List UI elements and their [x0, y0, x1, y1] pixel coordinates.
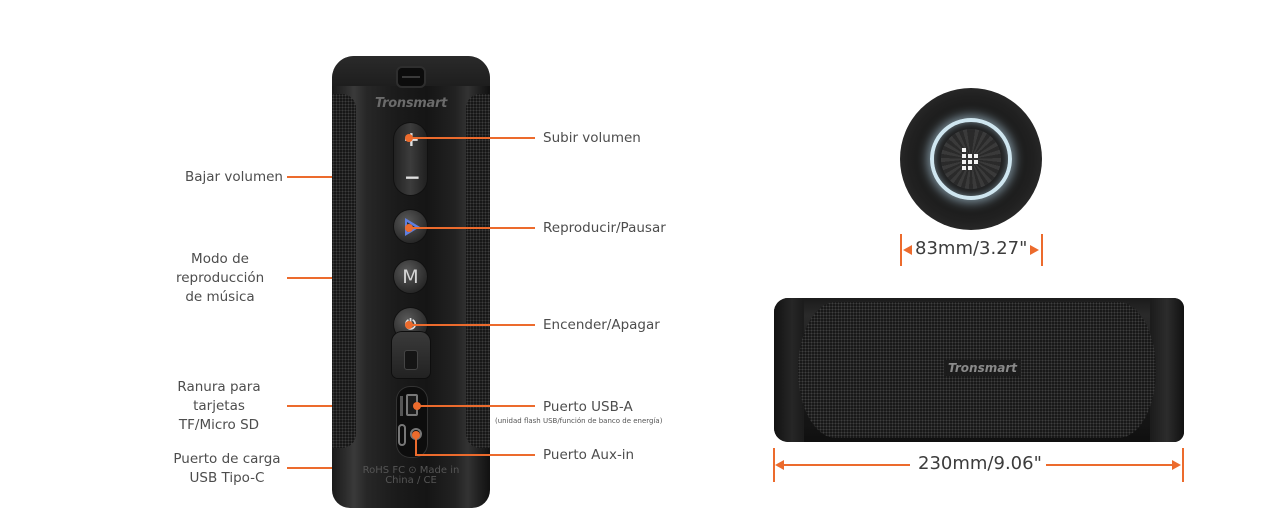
label-vol-down: Bajar volumen — [185, 169, 283, 185]
dim-diameter-arrow-left — [903, 245, 912, 255]
dim-length-value: 230mm/9.06" — [918, 453, 1042, 474]
dim-length-line-right — [1046, 464, 1174, 466]
label-mode-line-2: reproducción — [176, 270, 265, 286]
dim-length-tick-right — [1182, 448, 1184, 482]
regulatory-markings: RoHS FC ⊙ Made in China / CE — [362, 466, 460, 486]
label-usb-c: Puerto de carga USB Tipo-C — [170, 450, 284, 488]
rubber-port-flap[interactable] — [392, 332, 430, 378]
label-mode: Modo de reproducción de música — [176, 250, 264, 307]
leader-aux — [415, 454, 535, 456]
tronsmart-logo-icon — [962, 148, 980, 170]
volume-rocker[interactable]: + − — [394, 123, 427, 195]
mode-m-icon: M — [402, 265, 419, 288]
label-tf-line-3: TF/Micro SD — [178, 417, 260, 433]
leader-play — [409, 227, 535, 229]
label-usbc-line-2: USB Tipo-C — [189, 470, 265, 486]
speaker-back-view: Tronsmart + − M ⏻ RoHS FC ⊙ Made in Chin… — [332, 56, 490, 508]
side-mesh-grille — [798, 302, 1156, 438]
label-tf-line-2: tarjetas — [193, 398, 245, 414]
speaker-mesh-left — [332, 94, 356, 448]
leader-vol-up — [409, 137, 535, 139]
dim-length-arrow-right — [1172, 460, 1181, 470]
label-aux: Puerto Aux-in — [543, 447, 635, 463]
label-tf-line-1: Ranura para — [177, 379, 261, 395]
leader-usb-a — [417, 405, 535, 407]
tf-card-slot[interactable] — [400, 396, 403, 416]
dim-length-line-left — [780, 464, 910, 466]
dim-diameter-tick-right — [1041, 234, 1043, 266]
brand-logo-side: Tronsmart — [944, 360, 1021, 376]
label-mode-line-3: de música — [185, 289, 255, 305]
regulatory-text: RoHS FC ⊙ Made in China / CE — [362, 465, 460, 486]
label-tf-slot: Ranura para tarjetas TF/Micro SD — [170, 378, 268, 435]
label-usb-a-note: (unidad flash USB/función de banco de en… — [495, 417, 663, 425]
strap-loop — [396, 66, 426, 88]
speaker-top-view — [900, 88, 1042, 230]
mode-button[interactable]: M — [394, 260, 427, 293]
dim-length-tick-left — [773, 448, 775, 482]
dim-diameter-value: 83mm/3.27" — [915, 238, 1028, 259]
label-mode-line-1: Modo de — [191, 251, 249, 267]
speaker-mesh-right — [466, 94, 490, 448]
label-play: Reproducir/Pausar — [543, 220, 666, 236]
label-vol-up: Subir volumen — [543, 130, 641, 146]
brand-logo-back: Tronsmart — [374, 96, 448, 111]
minus-icon: − — [404, 165, 421, 189]
leader-aux-vertical — [415, 435, 417, 455]
leader-power — [409, 324, 535, 326]
label-power: Encender/Apagar — [543, 317, 660, 333]
dim-diameter-arrow-right — [1030, 245, 1039, 255]
label-usbc-line-1: Puerto de carga — [173, 451, 281, 467]
speaker-side-view: Tronsmart — [774, 298, 1184, 442]
dim-diameter-tick-left — [900, 234, 902, 266]
dim-length-arrow-left — [775, 460, 784, 470]
usb-c-port[interactable] — [398, 424, 406, 446]
led-ring — [930, 118, 1012, 200]
label-usb-a: Puerto USB-A — [543, 399, 633, 415]
